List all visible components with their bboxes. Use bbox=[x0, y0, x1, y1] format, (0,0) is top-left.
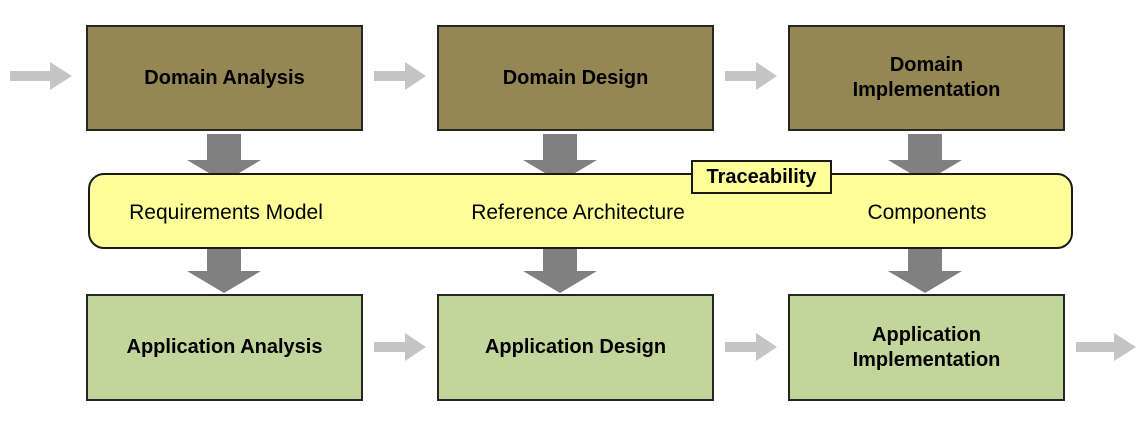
domain-implementation-to-components-arrow bbox=[888, 134, 962, 182]
requirements-to-application-analysis-arrow bbox=[187, 245, 261, 293]
artifact-bar: Requirements Model Reference Architectur… bbox=[88, 173, 1073, 249]
domain-implementation-label-line2: Implementation bbox=[852, 79, 1001, 101]
application-design-box[interactable]: Application Design bbox=[437, 294, 714, 401]
application-analysis-label: Application Analysis bbox=[126, 336, 323, 358]
domain-analysis-box[interactable]: Domain Analysis bbox=[86, 25, 363, 131]
domain-implementation-label-line1: Domain bbox=[889, 54, 964, 76]
components-to-application-implementation-arrow bbox=[888, 245, 962, 293]
application-design-label: Application Design bbox=[484, 336, 667, 358]
application-analysis-to-design-arrow bbox=[374, 333, 426, 361]
domain-design-to-architecture-arrow bbox=[523, 134, 597, 182]
application-implementation-box[interactable]: Application Implementation bbox=[788, 294, 1065, 401]
requirements-model-label: Requirements Model bbox=[129, 201, 323, 224]
domain-design-box[interactable]: Domain Design bbox=[437, 25, 714, 131]
reference-architecture-label: Reference Architecture bbox=[471, 201, 685, 224]
domain-analysis-label: Domain Analysis bbox=[144, 66, 305, 89]
application-design-to-implementation-arrow bbox=[725, 333, 777, 361]
application-analysis-box[interactable]: Application Analysis bbox=[86, 294, 363, 401]
domain-implementation-box[interactable]: Domain Implementation bbox=[788, 25, 1065, 131]
domain-implementation-label: Domain Implementation bbox=[853, 53, 1001, 103]
application-implementation-label-line1: Application bbox=[872, 323, 981, 346]
application-implementation-label-line2: Implementation bbox=[852, 348, 1001, 371]
domain-design-label: Domain Design bbox=[502, 66, 649, 89]
domain-analysis-to-design-arrow bbox=[374, 62, 426, 90]
exit-arrow bbox=[1076, 333, 1136, 361]
traceability-label: Traceability bbox=[706, 165, 817, 188]
domain-design-to-implementation-arrow bbox=[725, 62, 777, 90]
traceability-tag: Traceability bbox=[691, 160, 832, 194]
architecture-to-application-design-arrow bbox=[523, 245, 597, 293]
components-label: Components bbox=[867, 201, 987, 224]
entry-arrow bbox=[10, 62, 72, 90]
domain-analysis-to-requirements-arrow bbox=[187, 134, 261, 182]
application-implementation-label: Application Implementation bbox=[853, 323, 1001, 373]
